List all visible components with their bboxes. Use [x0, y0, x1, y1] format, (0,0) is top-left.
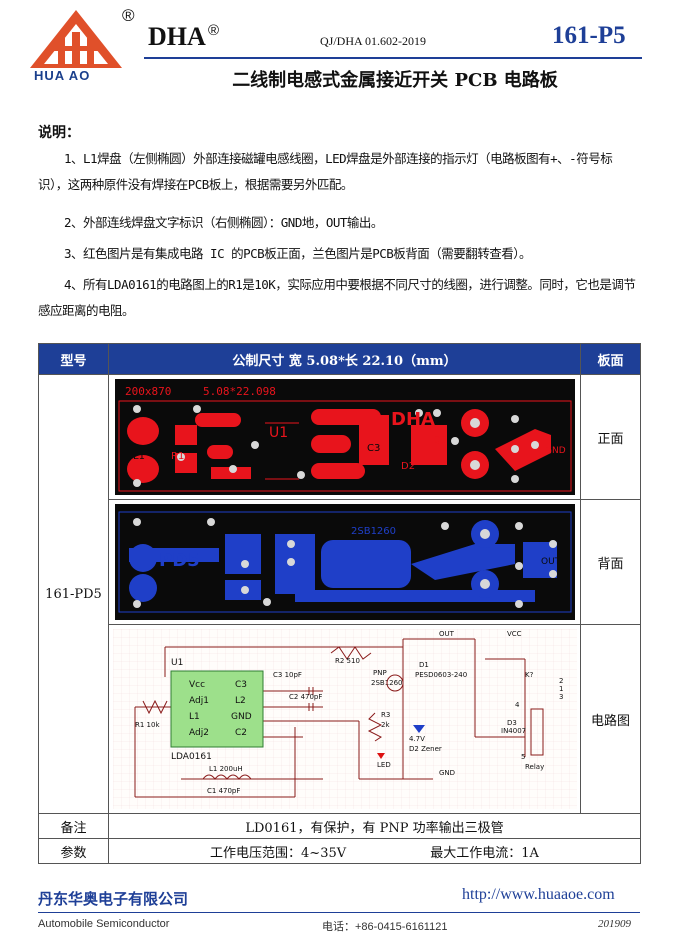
- part-label: 5: [521, 753, 525, 761]
- document-number: 161-P5: [552, 22, 626, 49]
- pin-label: GND: [231, 712, 252, 722]
- notes-title: 说明：: [38, 125, 80, 141]
- col-side-header: 板面: [580, 343, 641, 375]
- company-english: Automobile Semiconductor: [38, 918, 170, 930]
- note-text: 1、L1焊盘（左侧椭圆）外部连接磁罐电感线圈，LED焊盘是外部连接的指示灯（电路…: [38, 151, 613, 192]
- schematic-chip-ref: U1: [171, 658, 183, 668]
- pcb-label-d2: D2: [401, 461, 415, 472]
- param-label: 参数: [38, 838, 109, 864]
- part-label: 4.7V: [409, 735, 425, 743]
- phone-number: 电话：+86-0415-6161121: [322, 921, 448, 933]
- param-value: 工作电压范围：4~35V 最大工作电流：1A: [108, 838, 641, 864]
- part-label: K?: [525, 671, 534, 679]
- pcb-back-image: PD5 2SB1260 OUT: [114, 504, 575, 620]
- logo-text: HUA AO: [34, 68, 91, 83]
- part-label: GND: [439, 769, 455, 777]
- note-item: 1、L1焊盘（左侧椭圆）外部连接磁罐电感线圈，LED焊盘是外部连接的指示灯（电路…: [38, 146, 638, 198]
- pin-label: C3: [235, 680, 247, 690]
- param-voltage: 工作电压范围：4~35V: [210, 845, 347, 861]
- part-label: VCC: [507, 630, 522, 638]
- part-label: L1 200uH: [209, 765, 243, 773]
- table-row: 备注 LD0161，有保护，有 PNP 功率输出三极管: [38, 813, 641, 839]
- part-label: Relay: [525, 763, 544, 771]
- note-item: 2、外部连线焊盘文字标识（右侧椭圆）：GND地，OUT输出。: [38, 210, 638, 236]
- part-label: 4: [515, 701, 520, 709]
- part-label: 1: [559, 685, 563, 693]
- note-text: 2、外部连线焊盘文字标识（右侧椭圆）：GND地，OUT输出。: [64, 215, 383, 230]
- hua-ao-logo: [30, 10, 122, 68]
- header-divider: [144, 57, 642, 59]
- part-label: IN4007: [501, 727, 526, 735]
- pcb-label-l1: L1: [133, 451, 145, 462]
- company-name: 丹东华奥电子有限公司: [38, 890, 189, 908]
- model-cell: 161-PD5: [38, 374, 109, 814]
- footer-divider: [38, 912, 640, 913]
- part-label: C3 10pF: [273, 671, 302, 679]
- note-text: 4、所有LDA0161的电路图上的R1是10K，实际应用中要根据不同尺寸的线圈，…: [38, 277, 636, 318]
- pin-label: C2: [235, 728, 247, 738]
- standard-code: QJ/DHA 01.602-2019: [320, 34, 427, 48]
- pcb-label-dha: DHA: [391, 409, 435, 430]
- note-item: 3、红色图片是有集成电路 IC 的PCB板正面，兰色图片是PCB板背面（需要翻转…: [38, 241, 638, 267]
- part-label: D1: [419, 661, 429, 669]
- pin-label: Adj1: [189, 696, 209, 706]
- pcb-label-gnd: GND: [545, 446, 566, 456]
- pcb-front-cell: 200x870 5.08*22.098: [108, 374, 581, 500]
- pin-label: L2: [235, 696, 246, 706]
- part-label: R2 510: [335, 657, 360, 665]
- part-label: 2: [559, 677, 563, 685]
- pcb-dim-text: 5.08*22.098: [203, 385, 276, 398]
- col-size-header: 公制尺寸 宽 5.08*长 22.10（mm）: [108, 343, 581, 375]
- part-label: D2 Zener: [409, 745, 442, 753]
- table-header-row: 型号 公制尺寸 宽 5.08*长 22.10（mm） 板面: [38, 343, 641, 375]
- pcb-label-out: OUT: [541, 557, 561, 567]
- back-label: 背面: [580, 499, 641, 625]
- schematic-cell: U1 LDA0161 Vcc Adj1 L1 Adj2 C3 L2 GND C2…: [108, 624, 581, 814]
- part-label: OUT: [439, 630, 455, 638]
- part-label: 3: [559, 693, 563, 701]
- part-label: C1 470pF: [207, 787, 240, 795]
- part-label: 2k: [381, 721, 390, 729]
- table-row: U1 LDA0161 Vcc Adj1 L1 Adj2 C3 L2 GND C2…: [39, 624, 641, 814]
- document-title: 二线制电感式金属接近开关 PCB 电路板: [232, 70, 558, 91]
- schematic-label: 电路图: [580, 624, 641, 814]
- part-label: C2 470pF: [289, 693, 322, 701]
- pin-label: Vcc: [189, 680, 205, 690]
- pcb-label-transistor: 2SB1260: [351, 526, 396, 537]
- remark-value: LD0161，有保护，有 PNP 功率输出三极管: [108, 813, 641, 839]
- pcb-label-q3: Q3: [433, 435, 447, 446]
- pcb-label-pd5: PD5: [159, 550, 200, 571]
- brand-name: DHA: [148, 22, 206, 51]
- part-label: D3: [507, 719, 517, 727]
- part-label: PNP: [373, 669, 387, 677]
- table-row: 161-PD5 200x870 5.08*22.098: [38, 374, 641, 814]
- brand-registered-mark: ®: [208, 22, 220, 39]
- note-text: 3、红色图片是有集成电路 IC 的PCB板正面，兰色图片是PCB板背面（需要翻转…: [64, 246, 532, 261]
- pcb-label-c3: C3: [367, 443, 380, 454]
- part-label: LED: [377, 761, 391, 769]
- front-label: 正面: [580, 374, 641, 500]
- pcb-back-cell: PD5 2SB1260 OUT: [108, 499, 581, 625]
- param-current: 最大工作电流：1A: [430, 845, 539, 861]
- part-label: R1 10k: [135, 721, 160, 729]
- pcb-label-r1: R1: [171, 451, 184, 462]
- company-url[interactable]: http://www.huaaoe.com: [462, 886, 615, 903]
- pcb-front-image: 200x870 5.08*22.098: [114, 379, 575, 495]
- part-label: PESD0603-240: [415, 671, 467, 679]
- logo-registered-mark: ®: [122, 6, 135, 25]
- pcb-label-u1: U1: [269, 425, 288, 441]
- schematic-chip-name: LDA0161: [171, 752, 212, 762]
- remark-label: 备注: [38, 813, 109, 839]
- part-label: R3: [381, 711, 390, 719]
- schematic-image: U1 LDA0161 Vcc Adj1 L1 Adj2 C3 L2 GND C2…: [112, 629, 577, 809]
- pcb-size-text: 200x870: [125, 385, 171, 398]
- note-item: 4、所有LDA0161的电路图上的R1是10K，实际应用中要根据不同尺寸的线圈，…: [38, 272, 638, 324]
- spec-table: 型号 公制尺寸 宽 5.08*长 22.10（mm） 板面 161-PD5 20…: [38, 343, 641, 864]
- pin-label: Adj2: [189, 728, 209, 738]
- table-row: PD5 2SB1260 OUT 背面: [39, 499, 641, 625]
- col-model-header: 型号: [38, 343, 109, 375]
- document-date: 201909: [598, 918, 631, 930]
- table-row: 参数 工作电压范围：4~35V 最大工作电流：1A: [38, 838, 641, 864]
- pin-label: L1: [189, 712, 200, 722]
